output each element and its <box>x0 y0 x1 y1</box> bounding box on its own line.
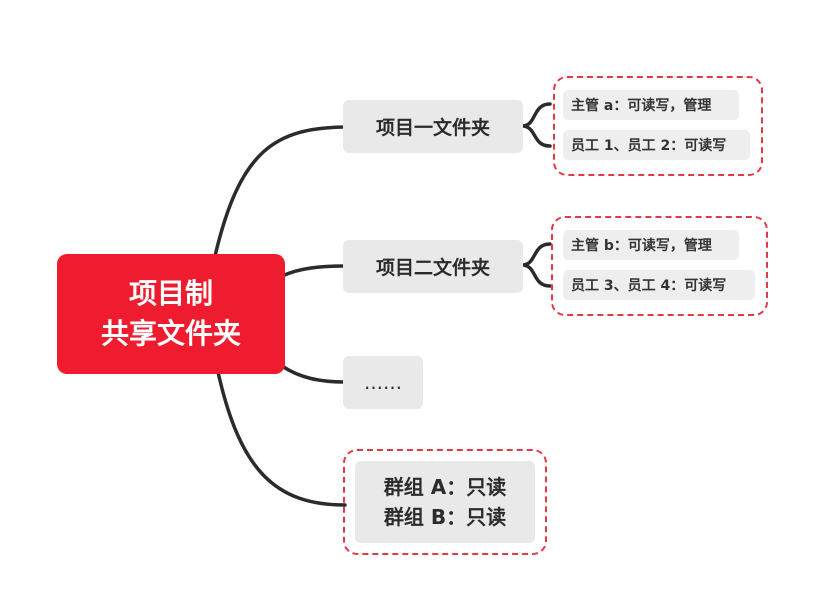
leaf-project1-staff: 员工 1、员工 2：可读写 <box>563 130 750 160</box>
group-a-line: 群组 A：只读 <box>383 475 507 499</box>
link-project1-leaves <box>520 102 552 148</box>
link-project2-leaves <box>520 242 552 288</box>
group-b-line: 群组 B：只读 <box>383 505 507 529</box>
branch-project2: 项目二文件夹 <box>343 240 523 293</box>
link-root-ellipsis <box>280 364 347 384</box>
leaf-project2-manager: 主管 b：可读写，管理 <box>563 230 739 260</box>
dashed-frame-project1 <box>553 76 763 176</box>
root-title-line1: 项目制 <box>128 277 213 310</box>
root-node: 项目制 共享文件夹 <box>57 254 285 374</box>
dashed-frame-project2 <box>551 216 768 316</box>
branch-ellipsis: …… <box>343 356 423 409</box>
leaf-project1-manager: 主管 a：可读写，管理 <box>563 90 739 120</box>
group-permissions: 群组 A：只读 群组 B：只读 <box>355 461 535 543</box>
dashed-frame-groups <box>343 449 547 555</box>
root-title-line2: 共享文件夹 <box>100 317 241 350</box>
link-root-project2 <box>280 264 347 278</box>
link-root-project1 <box>213 125 347 258</box>
link-root-groups <box>216 370 347 507</box>
branch-project1: 项目一文件夹 <box>343 100 523 153</box>
leaf-project2-staff: 员工 3、员工 4：可读写 <box>563 270 755 300</box>
